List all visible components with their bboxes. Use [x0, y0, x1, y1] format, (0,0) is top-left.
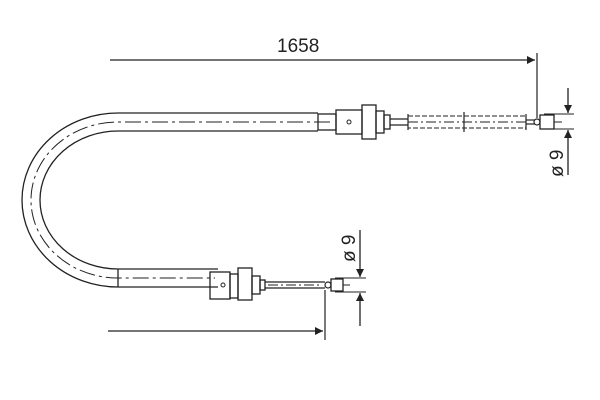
- lower-ferrule: [209, 267, 266, 301]
- length-dimension: 1658: [108, 36, 538, 340]
- cable-sheath-bend: [21, 112, 330, 288]
- lower-diameter-label: ø 9: [339, 235, 360, 262]
- upper-diameter-dimension: ø 9: [544, 88, 574, 177]
- upper-ferrule: [317, 104, 391, 140]
- length-label: 1658: [277, 36, 319, 57]
- upper-threaded-sleeve: [390, 112, 527, 132]
- lower-end-nipple: [324, 278, 350, 292]
- lower-diameter-dimension: ø 9: [335, 230, 366, 326]
- upper-diameter-label: ø 9: [547, 150, 568, 177]
- upper-end-nipple: [526, 114, 562, 130]
- lower-inner-wire: [265, 281, 325, 289]
